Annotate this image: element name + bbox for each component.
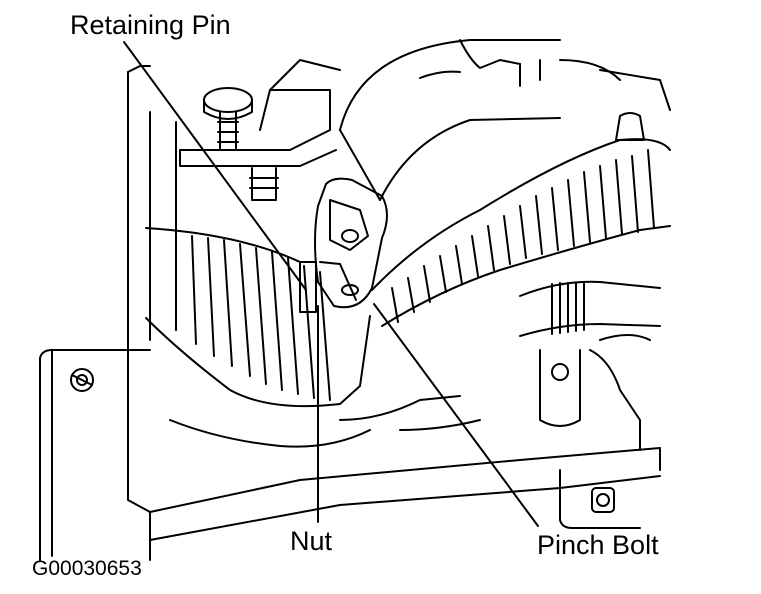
corrugated-hose-right [371, 138, 671, 327]
lower-hose [519, 280, 661, 451]
upper-right-parts [559, 59, 671, 141]
corrugated-hose-left [145, 227, 371, 408]
lower-parts [169, 395, 481, 448]
steering-column [339, 39, 561, 201]
mounting-bolt-left [70, 368, 94, 392]
callout-retaining-pin: Retaining Pin [70, 10, 231, 40]
figure-id: G00030653 [32, 557, 142, 580]
callout-pinch-bolt: Pinch Bolt [537, 530, 659, 560]
callout-nut: Nut [290, 526, 333, 556]
leader-pinch-bolt [373, 303, 539, 527]
steering-coupling [299, 177, 388, 313]
mounting-bolt-right [591, 487, 615, 513]
frame-panel [39, 65, 661, 561]
leader-retaining-pin [123, 41, 307, 291]
leader-lines [123, 41, 539, 527]
